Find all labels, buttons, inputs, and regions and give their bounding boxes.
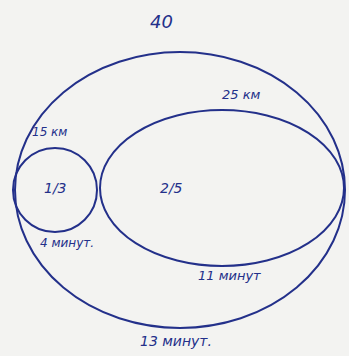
fraction-label: 1/3 bbox=[44, 180, 67, 196]
time-label: 4 минут. bbox=[40, 237, 94, 251]
distance-label: 25 км bbox=[222, 88, 260, 103]
middle-loop bbox=[100, 110, 344, 266]
total-distance: 40 bbox=[150, 12, 173, 33]
small-loop bbox=[13, 148, 97, 232]
distance-label: 15 км bbox=[32, 126, 67, 140]
time-label: 13 минут. bbox=[140, 333, 212, 349]
outer-loop bbox=[15, 52, 345, 328]
time-label: 11 минут bbox=[198, 269, 261, 284]
fraction-label: 2/5 bbox=[160, 180, 183, 196]
